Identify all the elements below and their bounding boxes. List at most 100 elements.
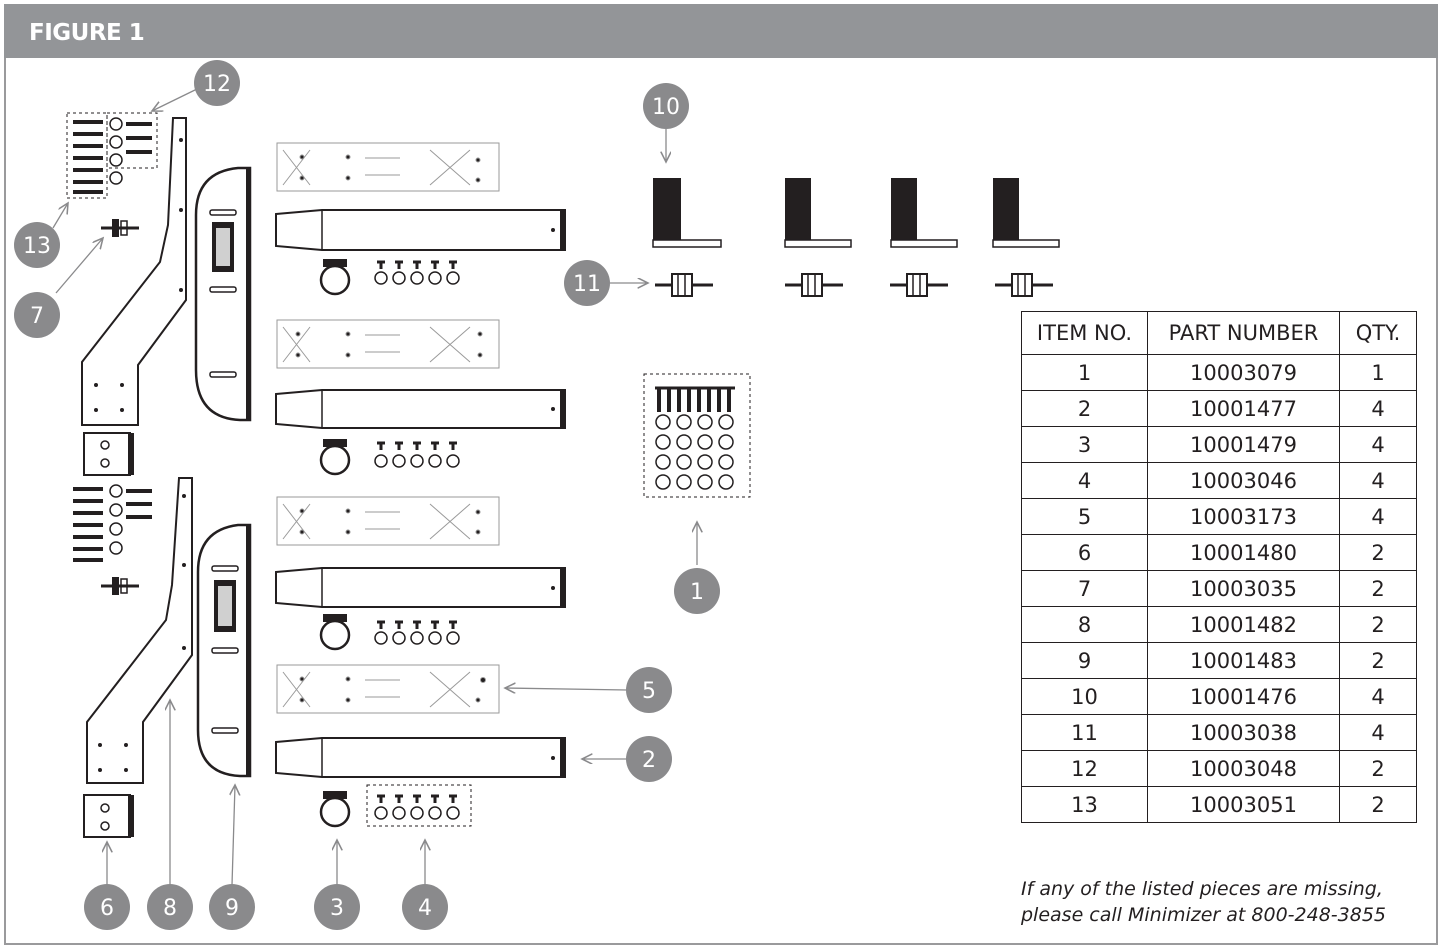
mounting-rail-2 xyxy=(275,389,566,429)
part-number: 10001480 xyxy=(1147,534,1340,571)
qty: 2 xyxy=(1339,570,1417,607)
mounting-rail-1 xyxy=(275,209,566,251)
callout-13: 13 xyxy=(14,222,60,268)
mud-flap-lower xyxy=(196,523,252,778)
header-part-number: PART NUMBER xyxy=(1147,311,1340,355)
svg-text:10: 10 xyxy=(652,95,680,120)
item-no: 12 xyxy=(1021,750,1148,787)
qty: 4 xyxy=(1339,462,1417,499)
item-no: 2 xyxy=(1021,390,1148,427)
item-no: 3 xyxy=(1021,426,1148,463)
part-number: 10001483 xyxy=(1147,642,1340,679)
callout-8: 8 xyxy=(147,884,193,930)
fastener-row-3 xyxy=(374,620,460,645)
svg-text:6: 6 xyxy=(100,896,114,921)
svg-text:11: 11 xyxy=(573,272,601,297)
hose-clamp-4 xyxy=(319,791,351,828)
post-bracket-3 xyxy=(890,178,958,248)
qty: 4 xyxy=(1339,426,1417,463)
item-no: 11 xyxy=(1021,714,1148,751)
side-bracket-lower xyxy=(86,477,193,784)
callout-11: 11 xyxy=(564,260,610,306)
isolator-fastener-1 xyxy=(655,273,713,297)
spacer-block-upper xyxy=(83,432,134,476)
qty: 2 xyxy=(1339,750,1417,787)
callout-9: 9 xyxy=(209,884,255,930)
item-no: 9 xyxy=(1021,642,1148,679)
item-no: 13 xyxy=(1021,786,1148,823)
svg-text:7: 7 xyxy=(30,304,44,329)
callout-4: 4 xyxy=(402,884,448,930)
mounting-rail-4 xyxy=(275,737,566,778)
drill-template-3 xyxy=(276,496,500,546)
qty: 2 xyxy=(1339,606,1417,643)
svg-text:1: 1 xyxy=(690,580,704,605)
part-number: 10003173 xyxy=(1147,498,1340,535)
item-no: 8 xyxy=(1021,606,1148,643)
note-line-1: If any of the listed pieces are missing, xyxy=(1021,878,1383,900)
drill-template-1 xyxy=(276,142,500,192)
part-number: 10001477 xyxy=(1147,390,1340,427)
item-no: 6 xyxy=(1021,534,1148,571)
item-no: 10 xyxy=(1021,678,1148,715)
item-no: 5 xyxy=(1021,498,1148,535)
post-bracket-1 xyxy=(652,178,722,248)
qty: 4 xyxy=(1339,714,1417,751)
svg-text:9: 9 xyxy=(225,896,239,921)
header-qty: QTY. xyxy=(1339,311,1417,355)
part-number: 10003035 xyxy=(1147,570,1340,607)
fastener-row-2 xyxy=(374,441,460,468)
missing-parts-note: If any of the listed pieces are missing,… xyxy=(1021,876,1431,928)
leader-lines xyxy=(52,88,697,886)
hose-clamp-3 xyxy=(319,614,351,651)
item-no: 1 xyxy=(1021,354,1148,391)
hardware-kit xyxy=(643,373,751,498)
part-number: 10001479 xyxy=(1147,426,1340,463)
figure-title: FIGURE 1 xyxy=(29,20,145,46)
note-line-2: please call Minimizer at 800-248-3855 xyxy=(1021,904,1387,926)
hose-clamp-2 xyxy=(319,439,351,476)
qty: 4 xyxy=(1339,678,1417,715)
item-no: 7 xyxy=(1021,570,1148,607)
part-number: 10003046 xyxy=(1147,462,1340,499)
callout-5: 5 xyxy=(626,667,672,713)
qty: 2 xyxy=(1339,534,1417,571)
svg-text:3: 3 xyxy=(330,896,344,921)
part-number: 10003079 xyxy=(1147,354,1340,391)
drill-template-2 xyxy=(276,319,500,369)
svg-text:8: 8 xyxy=(163,896,177,921)
qty: 2 xyxy=(1339,642,1417,679)
qty: 4 xyxy=(1339,498,1417,535)
part-number: 10003051 xyxy=(1147,786,1340,823)
isolator-fastener-3 xyxy=(890,273,948,297)
mounting-rail-3 xyxy=(275,567,566,608)
figure-header-bar: FIGURE 1 xyxy=(4,4,1438,58)
bolt-assembly-lower xyxy=(101,577,139,595)
post-bracket-4 xyxy=(992,178,1060,248)
callout-1: 1 xyxy=(674,568,720,614)
svg-text:2: 2 xyxy=(642,748,656,773)
callout-2: 2 xyxy=(626,736,672,782)
svg-text:12: 12 xyxy=(203,72,231,97)
isolator-fastener-2 xyxy=(785,273,843,297)
qty: 2 xyxy=(1339,786,1417,823)
callout-10: 10 xyxy=(643,83,689,129)
callout-6: 6 xyxy=(84,884,130,930)
part-number: 10003048 xyxy=(1147,750,1340,787)
fastener-row-4 xyxy=(366,784,472,827)
bolt-assembly-upper xyxy=(101,219,139,237)
qty: 1 xyxy=(1339,354,1417,391)
item-no: 4 xyxy=(1021,462,1148,499)
part-number: 10003038 xyxy=(1147,714,1340,751)
callout-3: 3 xyxy=(314,884,360,930)
